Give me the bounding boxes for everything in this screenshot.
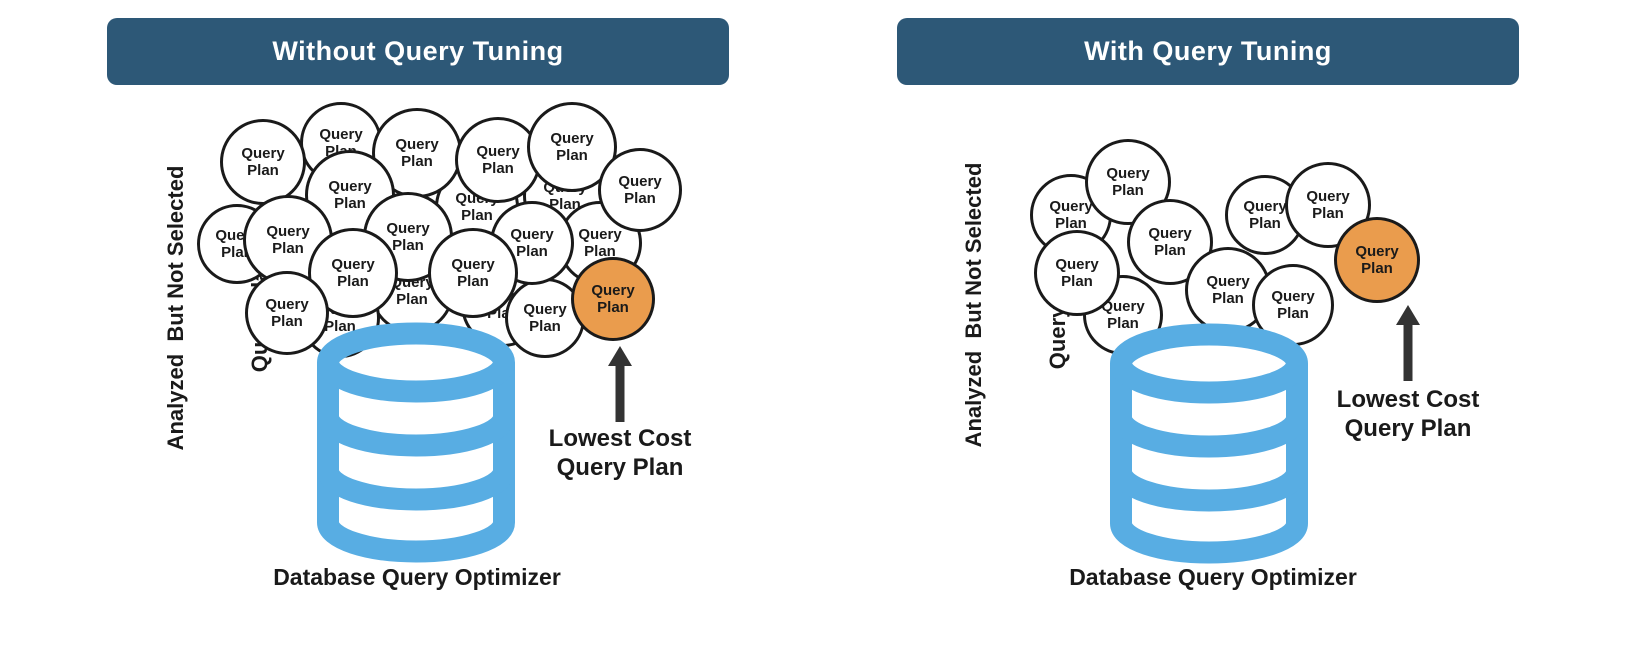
arrow-up-icon [608, 346, 632, 422]
lowest-cost-label: Lowest Cost Query Plan [548, 425, 692, 481]
side-label-analyzed-plans: Analyzed But Not Selected Query Plans [163, 165, 272, 451]
panel-title-with-tuning: With Query Tuning [897, 18, 1519, 85]
panel-title-without-tuning: Without Query Tuning [107, 18, 729, 85]
database-query-optimizer-caption: Database Query Optimizer [1069, 564, 1357, 590]
panel-title-text: With Query Tuning [1084, 36, 1332, 66]
lowest-cost-label: Lowest Cost Query Plan [1336, 386, 1480, 442]
database-query-optimizer-caption: Database Query Optimizer [273, 564, 561, 590]
arrow-up-icon [1396, 305, 1420, 381]
panel-title-text: Without Query Tuning [272, 36, 564, 66]
database-icon [317, 322, 515, 563]
database-icon [1110, 323, 1308, 564]
side-label-analyzed-plans: Analyzed But Not Selected Query Plans [961, 162, 1070, 448]
